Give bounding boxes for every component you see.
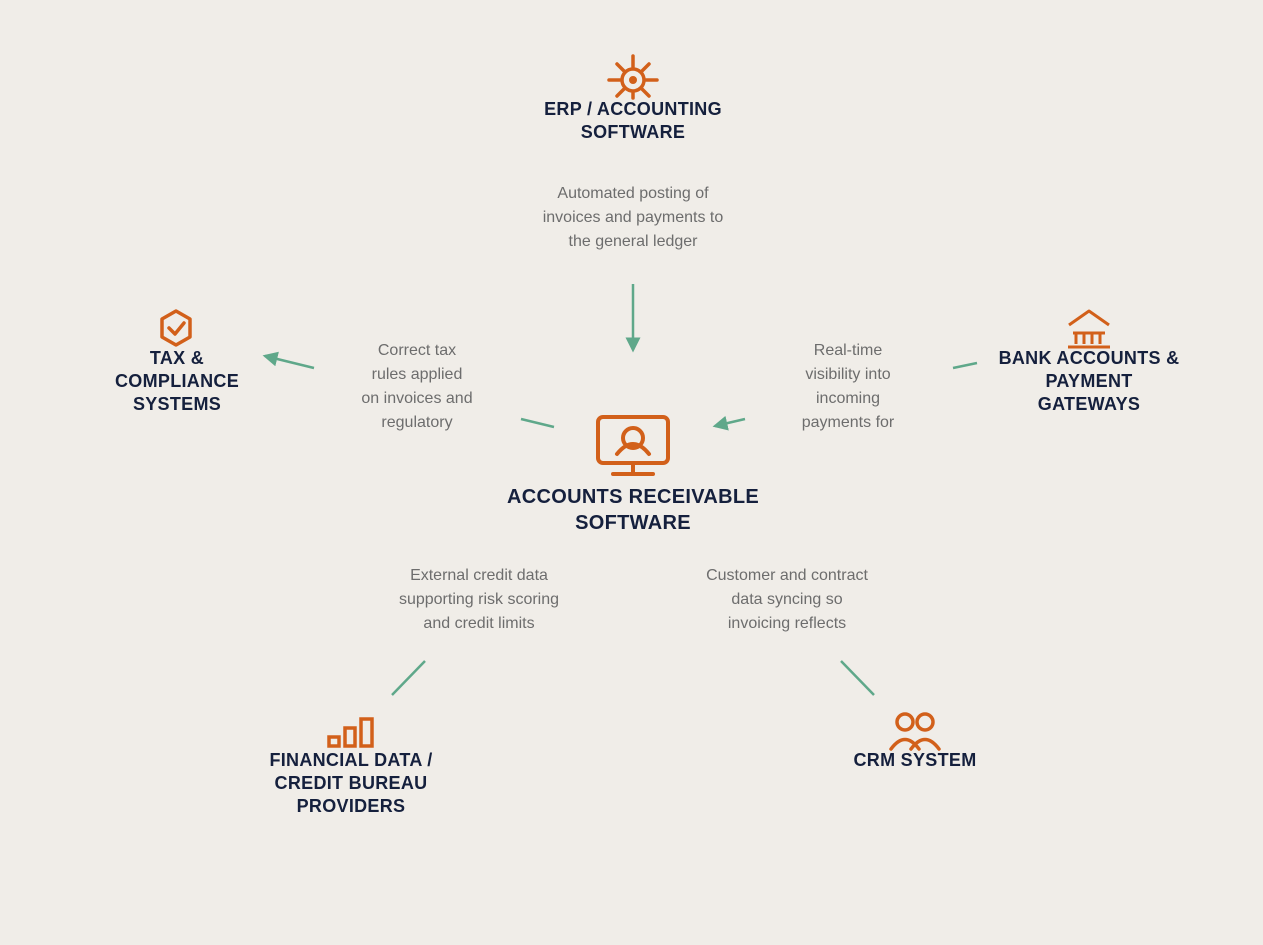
bank-title-line3: GATEWAYS <box>1037 394 1141 414</box>
tax-desc-line4: regulatory <box>381 414 453 431</box>
financial-title-line2: CREDIT BUREAU <box>274 773 428 793</box>
center-to-tax-arrow <box>262 351 315 370</box>
financial-description: External credit data supporting risk sco… <box>374 564 584 636</box>
bank-desc-line1: Real-time <box>813 342 883 359</box>
erp-title-line2: SOFTWARE <box>580 122 686 142</box>
tax-desc-line1: Correct tax <box>377 342 457 359</box>
bank-title-line2: PAYMENT <box>1045 371 1133 391</box>
tax-desc-line2: rules applied <box>371 366 463 383</box>
crm-desc-line2: data syncing so <box>731 591 843 608</box>
erp-description: Automated posting of invoices and paymen… <box>513 182 753 254</box>
crm-title: CRM SYSTEM <box>815 749 1015 772</box>
erp-desc-line3: the general ledger <box>568 233 698 250</box>
crm-description: Customer and contract data syncing so in… <box>682 564 892 636</box>
bank-desc-line4: payments for <box>801 414 895 431</box>
tax-title-line3: SYSTEMS <box>132 394 222 414</box>
erp-desc-line1: Automated posting of <box>557 185 709 202</box>
bank-title: BANK ACCOUNTS & PAYMENT GATEWAYS <box>979 347 1199 416</box>
tax-title-line1: TAX & <box>149 348 205 368</box>
financial-desc-line2: supporting risk scoring <box>398 591 560 608</box>
shield-check-icon <box>160 309 192 347</box>
center-title: ACCOUNTS RECEIVABLE SOFTWARE <box>473 484 793 536</box>
tax-title-line2: COMPLIANCE <box>115 371 239 391</box>
tax-description: Correct tax rules applied on invoices an… <box>332 339 502 435</box>
bank-desc-line2: visibility into <box>805 366 891 383</box>
gear-icon <box>607 54 659 100</box>
bank-to-center-connector <box>952 361 978 370</box>
bank-icon <box>1068 309 1110 349</box>
bar-chart-icon <box>327 717 374 748</box>
erp-desc-line2: invoices and payments to <box>542 209 724 226</box>
bank-desc-line3: incoming <box>815 390 881 407</box>
center-title-line1: ACCOUNTS RECEIVABLE <box>506 486 759 508</box>
crm-desc-line1: Customer and contract <box>706 567 868 584</box>
users-icon <box>889 712 941 751</box>
bank-description: Real-time visibility into incoming payme… <box>773 339 923 435</box>
financial-title-line3: PROVIDERS <box>296 796 406 816</box>
crm-title-line1: CRM SYSTEM <box>853 750 977 770</box>
erp-title: ERP / ACCOUNTING SOFTWARE <box>523 98 743 144</box>
financial-title-line1: FINANCIAL DATA / <box>269 750 433 770</box>
financial-desc-line3: and credit limits <box>423 615 535 632</box>
tax-title: TAX & COMPLIANCE SYSTEMS <box>92 347 262 416</box>
bank-title-line1: BANK ACCOUNTS & <box>998 348 1180 368</box>
center-to-tax-connector <box>520 417 555 429</box>
tax-desc-line3: on invoices and <box>361 390 473 407</box>
erp-title-line1: ERP / ACCOUNTING <box>544 99 722 119</box>
crm-desc-line3: invoicing reflects <box>727 615 847 632</box>
financial-title: FINANCIAL DATA / CREDIT BUREAU PROVIDERS <box>236 749 466 818</box>
monitor-user-icon <box>596 415 670 476</box>
financial-connector <box>391 660 426 696</box>
center-title-line2: SOFTWARE <box>575 512 691 534</box>
crm-connector <box>840 660 875 696</box>
bank-to-center-arrow <box>712 415 746 431</box>
financial-desc-line1: External credit data <box>410 567 548 584</box>
